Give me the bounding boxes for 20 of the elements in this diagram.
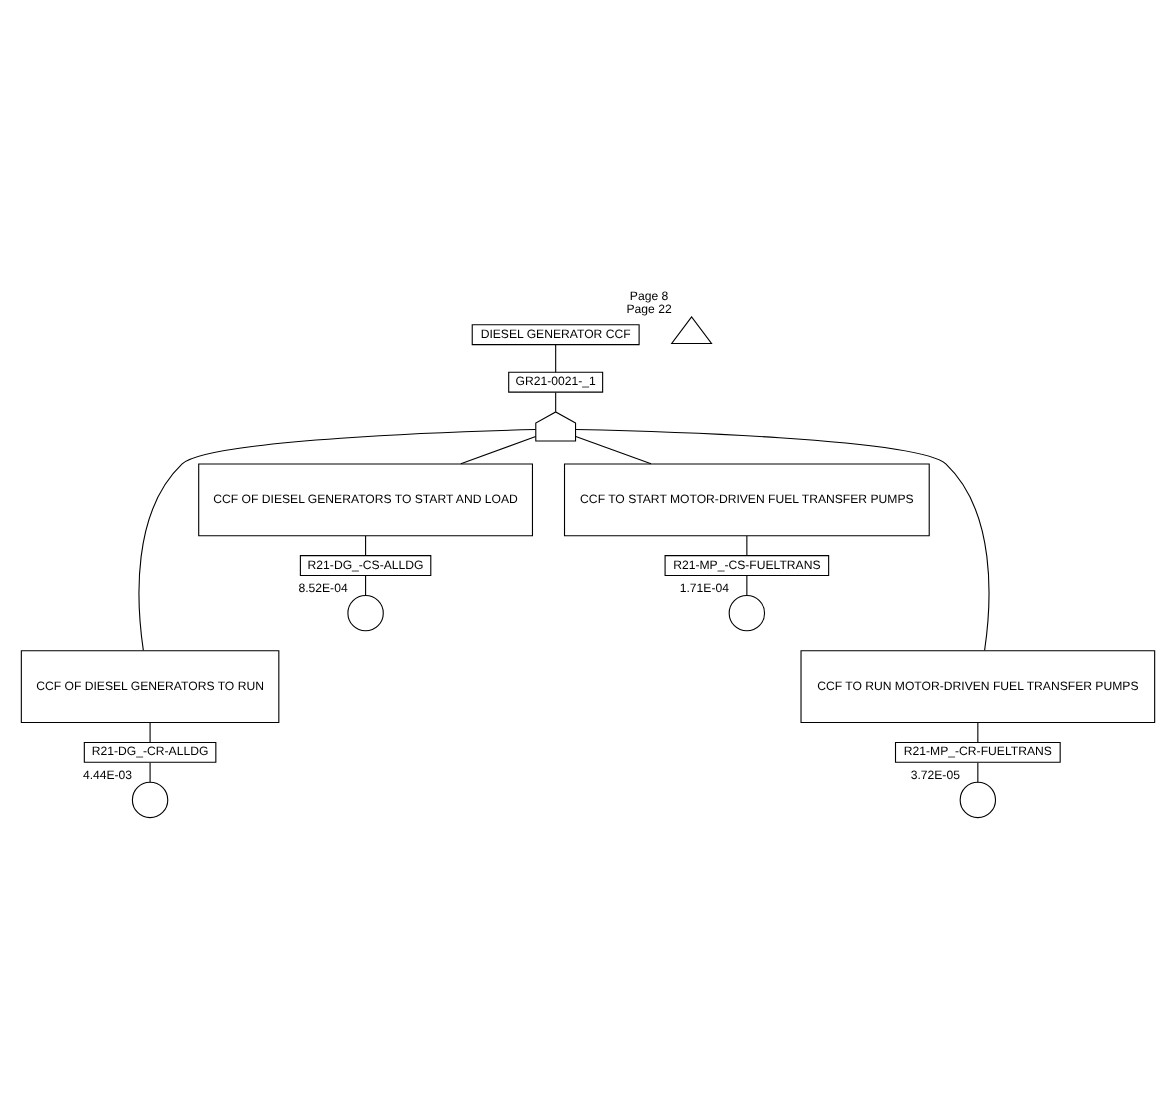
connector — [460, 434, 537, 464]
node-gate — [535, 410, 577, 441]
connector — [977, 761, 979, 782]
connector — [149, 761, 151, 782]
node-circle — [131, 780, 169, 818]
node-circle — [728, 593, 766, 631]
connector — [746, 574, 748, 595]
connector — [977, 721, 979, 742]
node-triangle — [670, 315, 713, 344]
connector — [365, 534, 367, 555]
connector — [138, 428, 537, 650]
connector — [555, 343, 557, 372]
connector — [746, 534, 748, 555]
connector — [575, 434, 652, 464]
connector — [575, 427, 990, 650]
node-circle — [347, 593, 384, 631]
connector — [365, 574, 367, 595]
connector — [555, 390, 557, 412]
node-circle — [959, 780, 997, 818]
connector — [149, 721, 151, 742]
